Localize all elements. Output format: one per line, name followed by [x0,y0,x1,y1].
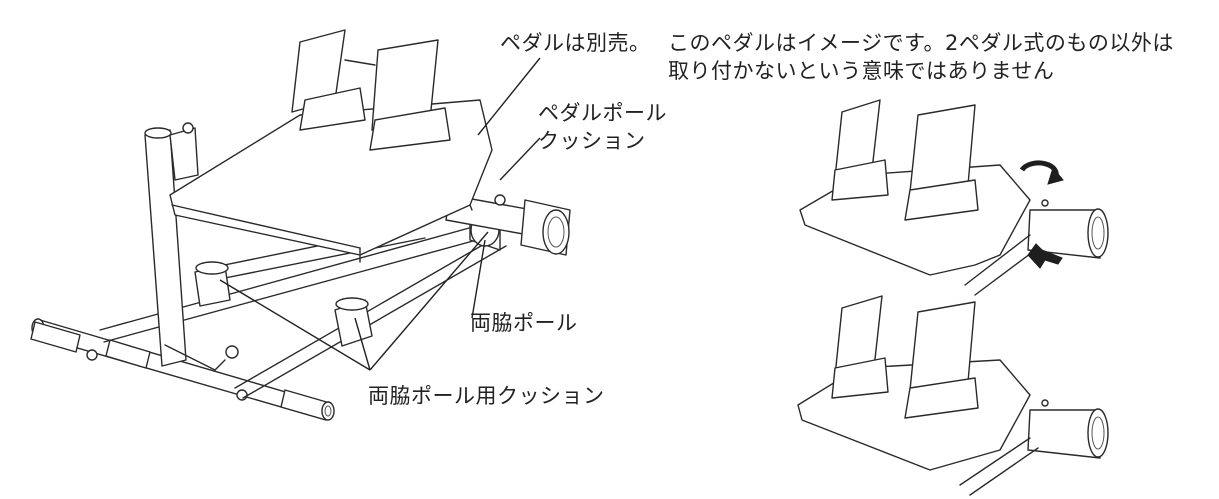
label-pedal-note-line2: 取り付かないという意味ではありません [668,59,1055,83]
leader-cushion-2 [354,317,371,371]
label-pedal-pole-cushion-line2: クッション [538,129,646,153]
pedal-stand-assembly [30,29,571,421]
front-base-tube [30,318,335,421]
leader-pedal-pole-cushion [499,137,541,181]
detail-top-removal [799,99,1109,296]
label-pedal-pole-cushion-line1: ペダルポール [538,101,667,125]
leader-cushion-3 [369,231,489,371]
leader-lines [219,57,541,371]
rotate-arrow-icon [1019,160,1064,185]
label-pedal-sold-separately: ペダルは別売。 [500,31,651,55]
vertical-post [144,122,239,371]
pedals [291,29,451,151]
label-side-pole-cushion: 両脇ポール用クッション [368,384,605,408]
pull-arrow-icon [1027,243,1063,269]
label-pedal-note-line1: このペダルはイメージです。2ペダル式のもの以外は [668,31,1174,55]
detail-bottom-installed [797,295,1109,496]
leader-pedal-sold-separately [477,57,541,136]
label-side-pole: 両脇ポール [470,311,578,335]
rear-base-tube [445,194,571,256]
leader-side-pole [471,239,486,319]
leader-cushion-1 [219,279,371,371]
